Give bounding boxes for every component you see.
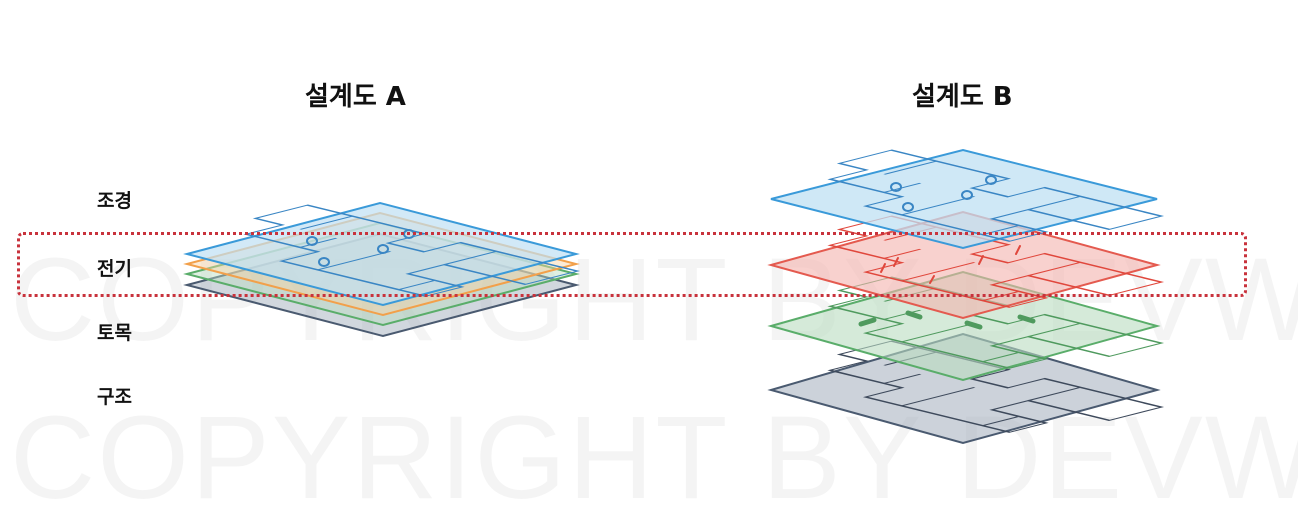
electric-layer-highlight [17, 232, 1247, 297]
plan-a-stack [180, 201, 580, 338]
layer-label-civil: 토목 [97, 322, 132, 344]
plan-b-layer-landscape [764, 148, 1164, 250]
layer-label-electric: 전기 [97, 258, 132, 280]
title-plan-b: 설계도 B [912, 82, 1013, 112]
layer-diagram [180, 148, 1164, 445]
layer-label-landscape: 조경 [97, 190, 132, 212]
layer-label-structure: 구조 [97, 386, 132, 408]
title-plan-a: 설계도 A [305, 82, 406, 112]
plan-b-layer-civil [764, 270, 1164, 382]
